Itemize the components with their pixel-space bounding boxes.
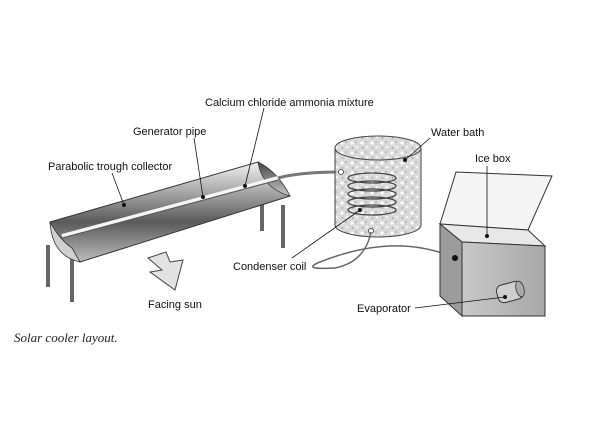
leader-dot bbox=[502, 294, 507, 299]
label-water-bath: Water bath bbox=[431, 127, 484, 139]
leader-generator bbox=[193, 137, 204, 198]
water-bath bbox=[334, 135, 422, 238]
leader-dot bbox=[242, 183, 247, 188]
leader-water-bath bbox=[404, 137, 431, 161]
generator-pipe bbox=[61, 176, 279, 238]
trough-end-cap bbox=[49, 221, 81, 263]
label-facing-sun: Facing sun bbox=[148, 299, 202, 311]
figure-caption: Solar cooler layout. bbox=[14, 330, 118, 345]
condenser-coil bbox=[347, 172, 397, 216]
leader-dot bbox=[357, 207, 362, 212]
parabolic-trough-collector bbox=[46, 161, 291, 302]
ice-box bbox=[438, 171, 553, 318]
ice-box-lid bbox=[439, 171, 553, 231]
label-evaporator: Evaporator bbox=[357, 303, 411, 315]
leader-condenser bbox=[291, 209, 361, 259]
label-calcium-mixture: Calcium chloride ammonia mixture bbox=[205, 97, 374, 109]
connecting-tube bbox=[277, 170, 341, 180]
label-generator-pipe: Generator pipe bbox=[133, 126, 206, 138]
leader-dot bbox=[200, 194, 205, 199]
label-ice-box: Ice box bbox=[475, 153, 511, 165]
leader-trough bbox=[111, 172, 125, 206]
trough-body bbox=[49, 161, 291, 263]
leader-evaporator bbox=[414, 296, 506, 309]
label-trough-collector: Parabolic trough collector bbox=[48, 161, 172, 173]
generator-pipe-edge bbox=[61, 179, 279, 239]
sun-direction-arrow bbox=[147, 251, 184, 291]
leader-calcium bbox=[244, 107, 265, 187]
leader-dot bbox=[122, 202, 127, 207]
inlet-port bbox=[452, 255, 458, 261]
leader-dot bbox=[484, 233, 489, 238]
leader-dot bbox=[402, 157, 407, 162]
label-condenser-coil: Condenser coil bbox=[233, 261, 306, 273]
